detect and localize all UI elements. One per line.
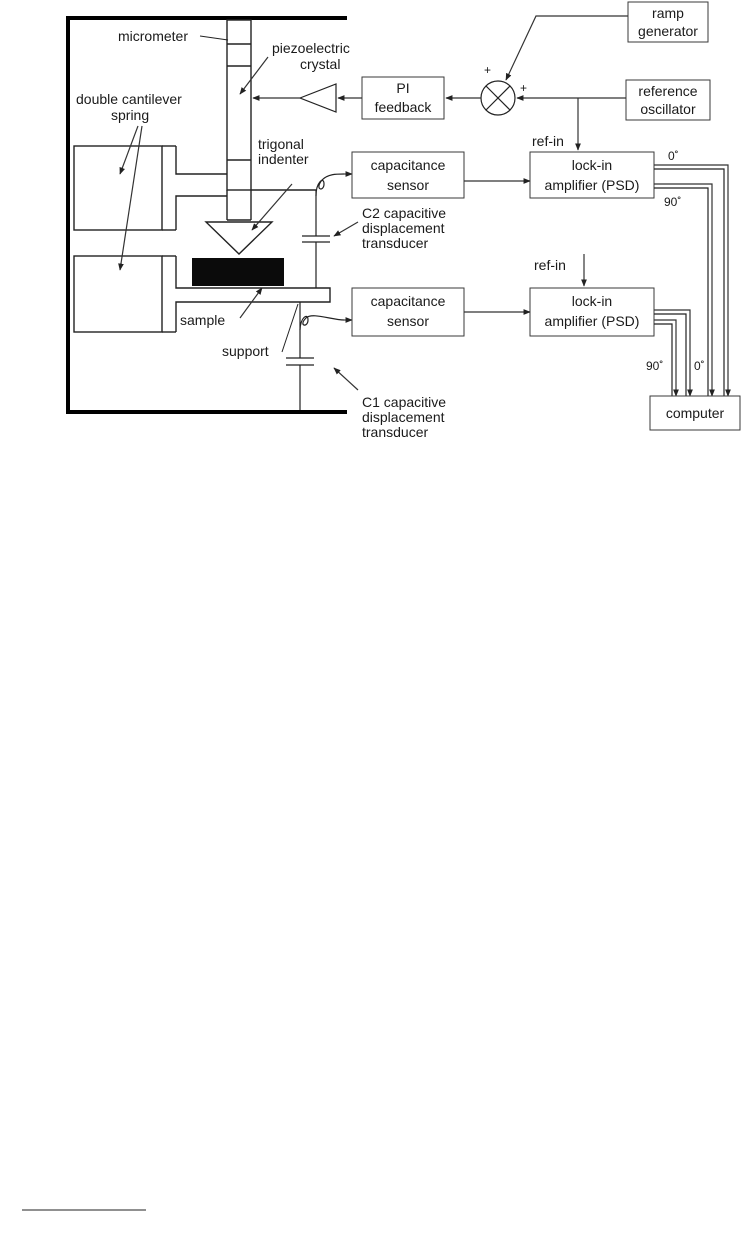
refin-label-top: ref-in bbox=[532, 133, 564, 149]
c1-label-1: C1 capacitive bbox=[362, 394, 446, 410]
piezo-label-2: crystal bbox=[300, 56, 340, 72]
ramp-generator-box: ramp generator bbox=[627, 1, 709, 43]
feedback-wiring bbox=[252, 15, 628, 151]
lockin-amplifier-lower: lock-in amplifier (PSD) bbox=[529, 287, 655, 337]
summing-junction: + + bbox=[480, 63, 527, 116]
support-pointer bbox=[281, 303, 299, 353]
sample-label: sample bbox=[180, 312, 225, 328]
c1-pointer bbox=[333, 367, 359, 391]
indenter-label-2: indenter bbox=[258, 151, 309, 167]
upper-cantilever-spring bbox=[73, 145, 316, 231]
spring-label-2: spring bbox=[111, 107, 149, 123]
computer-label: computer bbox=[666, 405, 725, 421]
cap2-label-1: capacitance bbox=[371, 293, 446, 309]
spring-label-1: double cantilever bbox=[76, 91, 182, 107]
capacitance-sensor-lower: capacitance sensor bbox=[351, 287, 465, 337]
piezo-label-1: piezoelectric bbox=[272, 40, 350, 56]
pi-label-2: feedback bbox=[375, 99, 433, 115]
lockin1-outputs bbox=[654, 164, 731, 397]
sample-pointer bbox=[239, 287, 263, 319]
indenter-label-1: trigonal bbox=[258, 136, 304, 152]
c2-pointer bbox=[333, 221, 359, 237]
plus-sign-right: + bbox=[520, 81, 527, 95]
refin-label-bottom: ref-in bbox=[534, 257, 566, 273]
sensor-cables bbox=[299, 171, 353, 331]
micrometer-pointer bbox=[199, 35, 229, 41]
cap1-label-1: capacitance bbox=[371, 157, 446, 173]
computer-box: computer bbox=[649, 395, 741, 431]
lockin2-label-2: amplifier (PSD) bbox=[545, 313, 640, 329]
ramp-label-1: ramp bbox=[652, 5, 684, 21]
lockin1-label-1: lock-in bbox=[572, 157, 612, 173]
c1-label-3: transducer bbox=[362, 424, 428, 440]
phase-90-top: 90˚ bbox=[664, 195, 681, 209]
reference-oscillator-box: reference oscillator bbox=[625, 79, 711, 121]
micrometer-label: micrometer bbox=[118, 28, 188, 44]
actuator-column bbox=[226, 19, 252, 191]
lockin2-outputs bbox=[654, 309, 693, 397]
phase-0-bottom: 0˚ bbox=[694, 359, 705, 373]
indenter-pointer bbox=[251, 183, 293, 231]
support-label: support bbox=[222, 343, 269, 359]
pi-label-1: PI bbox=[396, 80, 409, 96]
cap2-label-2: sensor bbox=[387, 313, 429, 329]
ramp-label-2: generator bbox=[638, 23, 698, 39]
instrument-frame bbox=[66, 16, 347, 414]
trigonal-indenter bbox=[204, 221, 274, 255]
c2-label-3: transducer bbox=[362, 235, 428, 251]
lockin1-label-2: amplifier (PSD) bbox=[545, 177, 640, 193]
phase-90-bottom: 90˚ bbox=[646, 359, 663, 373]
c1-label-2: displacement bbox=[362, 409, 445, 425]
lockin2-label-1: lock-in bbox=[572, 293, 612, 309]
cap1-label-2: sensor bbox=[387, 177, 429, 193]
capacitance-sensor-upper: capacitance sensor bbox=[351, 151, 465, 199]
spring-pointer-lower bbox=[118, 125, 143, 271]
ref-label-2: oscillator bbox=[640, 101, 696, 117]
pi-feedback-box: PI feedback bbox=[361, 76, 445, 120]
ref-label-1: reference bbox=[638, 83, 697, 99]
phase-0-top: 0˚ bbox=[668, 149, 679, 163]
lockin-amplifier-upper: lock-in amplifier (PSD) bbox=[529, 151, 655, 199]
amplifier-triangle bbox=[298, 83, 337, 113]
lower-cantilever-spring bbox=[73, 255, 331, 333]
piezo-pointer bbox=[239, 56, 269, 95]
c2-capacitor bbox=[302, 190, 330, 288]
spring-pointer-upper bbox=[119, 125, 139, 175]
c2-label-2: displacement bbox=[362, 220, 445, 236]
sample-block bbox=[192, 258, 284, 286]
c2-label-1: C2 capacitive bbox=[362, 205, 446, 221]
c1-capacitor bbox=[286, 302, 314, 410]
plus-sign-top: + bbox=[484, 63, 491, 77]
